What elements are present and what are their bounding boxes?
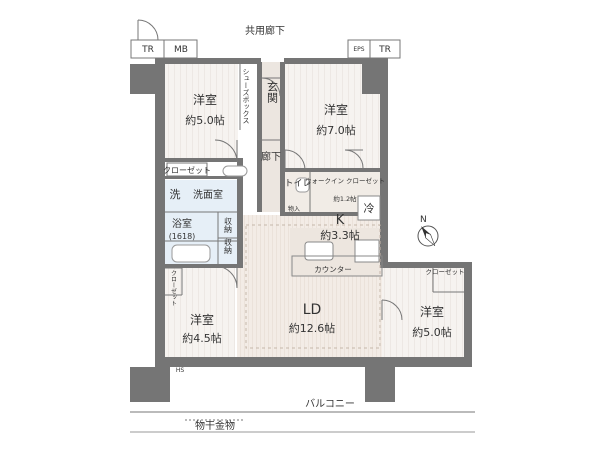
room-sw-name: 洋室 [190,312,214,327]
eps-label: EPS [353,46,364,53]
storage-2-label: 収納 [224,237,233,255]
ld-ceiling-outline [245,224,381,349]
kitchen-sink [304,241,334,261]
bath-size: (1618) [169,232,196,241]
tr-left-label: TR [141,45,154,55]
walkin-name: ウォークイン クローゼット [305,176,385,185]
refrigerator-space [357,195,381,221]
wash-mark-label: 洗 [170,188,181,201]
mb-label: MB [174,45,188,55]
interior-partitions [165,60,464,296]
fridge-label: 冷 [364,202,375,215]
closet-nw-box [166,162,208,177]
clothes-pole-label: 物干金物 [195,419,235,432]
kitchen-name: K [336,213,345,228]
kitchen-counter [291,255,383,277]
washbasin-sink [222,165,248,177]
room-ne-name: 洋室 [324,102,348,117]
tr-right-label: TR [378,45,391,55]
mb-box [163,39,198,59]
exterior-walls [130,58,472,402]
bath-name: 浴室 [172,217,192,230]
balcony-label: バルコニー [305,398,355,410]
hs-label: HS [176,367,185,374]
storage-1-label: 収納 [224,216,233,234]
ld-size: 約12.6帖 [289,321,336,335]
compass: N [417,215,439,247]
entrance-label: 玄関 [266,80,279,103]
walkin-size: 約1.2帖 [333,194,357,203]
room-se-name: 洋室 [420,304,444,319]
toilet-label: トイレ [284,179,311,189]
washroom-label: 洗面室 [193,188,223,201]
corridor-label: 共用廊下 [245,24,285,37]
closet-se-label: クローゼット [426,267,465,276]
kitchen-size: 約3.3帖 [320,228,360,242]
shoes-box-label: シューズボックス [242,68,250,124]
closet-sw-label: クローゼット [170,270,177,306]
bathtub [171,244,211,263]
room-ne-size: 約7.0帖 [316,123,356,137]
room-nw-name: 洋室 [193,92,217,107]
toilet-fixture [295,177,310,193]
ld-name: LD [303,302,322,318]
room-sw-size: 約4.5帖 [182,331,222,345]
room-nw-size: 約5.0帖 [185,113,225,127]
counter-label: カウンター [314,265,352,274]
door-swings [137,19,403,321]
closet-nw-label: クローゼット [163,165,211,175]
storage-small-label: 物入 [288,205,300,213]
balcony: バルコニー 物干金物 [130,398,475,433]
room-se-size: 約5.0帖 [412,325,452,339]
kitchen-stove [354,239,380,263]
hallway-label: 廊下 [261,150,281,163]
compass-north-label: N [420,215,427,225]
tr-right-box [369,39,401,59]
